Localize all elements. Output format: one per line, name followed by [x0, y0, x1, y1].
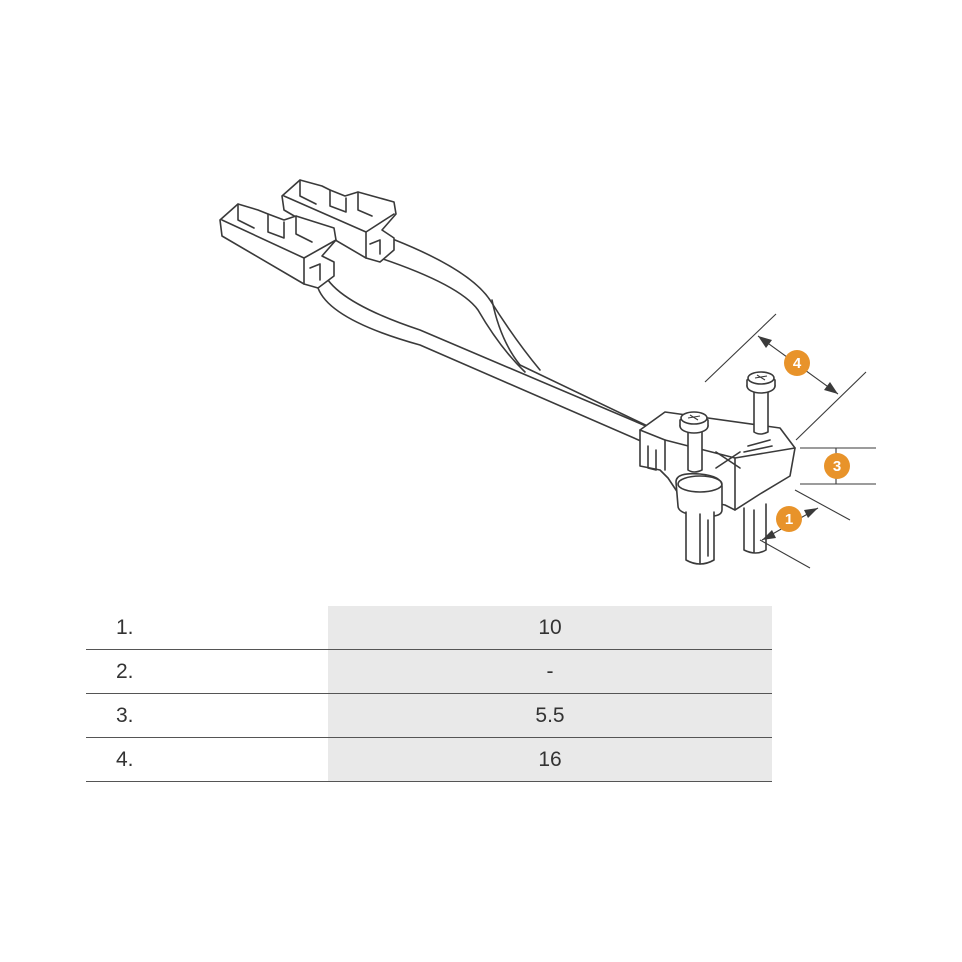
row-value: 10	[328, 606, 772, 650]
callout-badge-4: 4	[784, 350, 810, 376]
table-row: 4. 16	[86, 737, 772, 782]
connector-plug-upper	[281, 179, 397, 263]
row-label: 1.	[86, 606, 328, 650]
row-label: 2.	[86, 649, 328, 694]
terminal-block	[639, 371, 796, 565]
row-value: 5.5	[328, 693, 772, 738]
table-row: 3. 5.5	[86, 693, 772, 738]
callout-badge-3: 3	[824, 453, 850, 479]
connector-plug-lower	[219, 203, 337, 289]
dimension-1	[759, 489, 851, 569]
row-label: 4.	[86, 737, 328, 782]
dimension-table: 1. 10 2. - 3. 5.5 4. 16	[86, 606, 772, 782]
row-label: 3.	[86, 693, 328, 738]
table-row: 2. -	[86, 649, 772, 694]
cable-bundle	[317, 239, 661, 446]
callout-label-4: 4	[793, 355, 802, 372]
callout-badge-1: 1	[776, 506, 802, 532]
callout-label-3: 3	[833, 458, 841, 475]
callout-label-1: 1	[785, 511, 793, 528]
row-value: -	[328, 649, 772, 694]
connector-diagram: 4 3 1	[219, 179, 876, 569]
row-value: 16	[328, 737, 772, 782]
table-row: 1. 10	[86, 606, 772, 650]
